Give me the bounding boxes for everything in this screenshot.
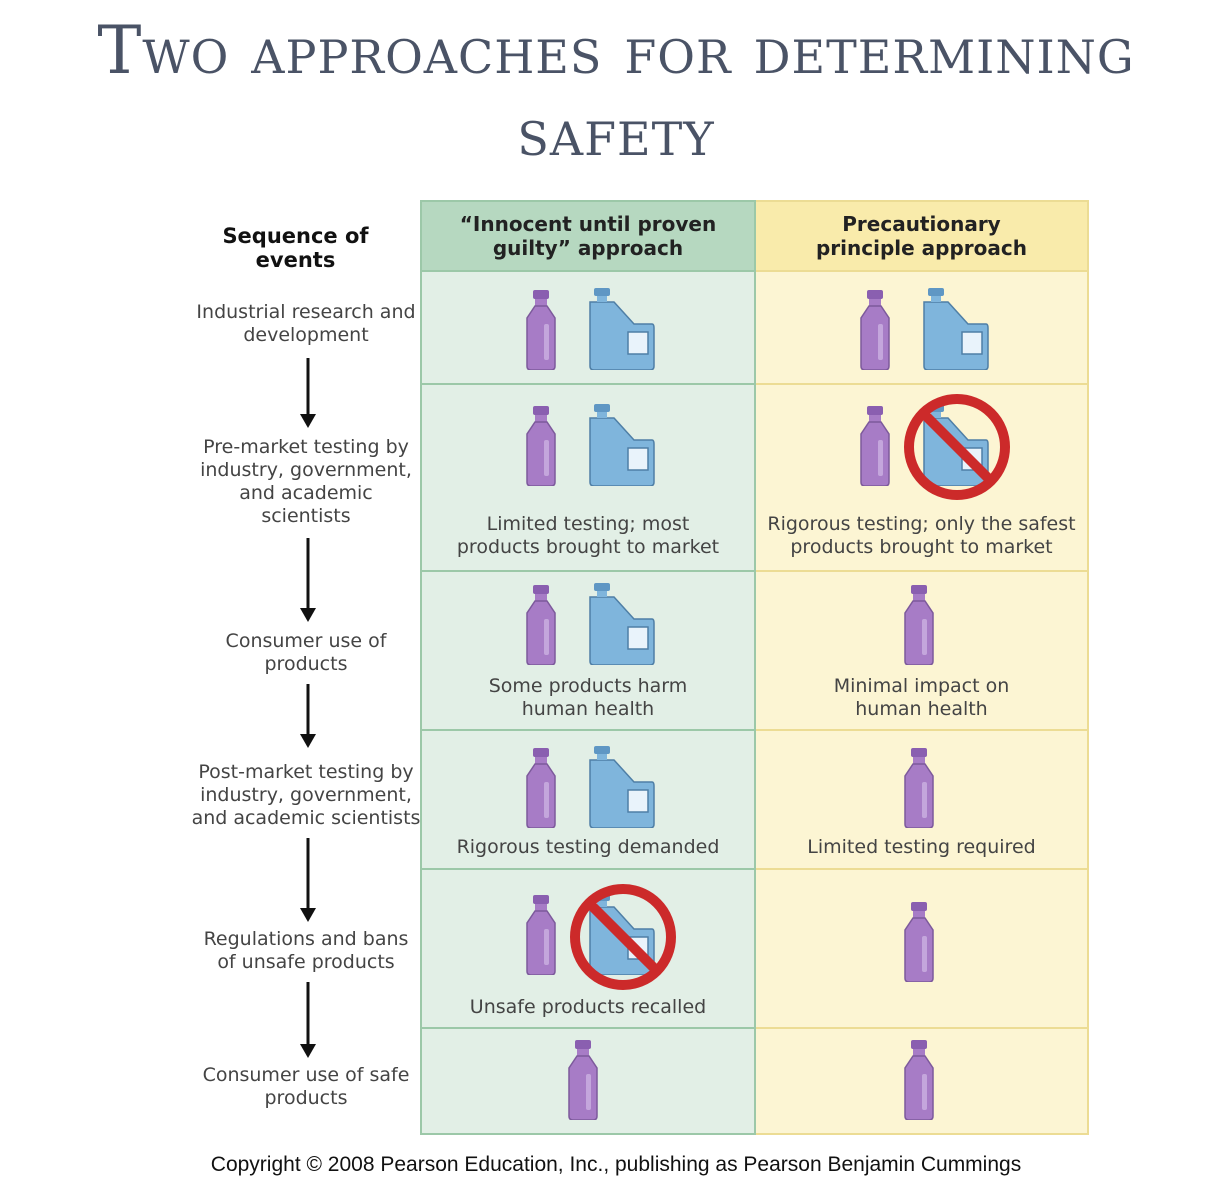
down-arrow-icon (300, 684, 316, 748)
innocent-row-5-caption: Unsafe products recalled (422, 996, 754, 1019)
caption-line: Some products harm (488, 675, 688, 697)
step-line: products (264, 1087, 348, 1109)
prohibited-icon (902, 392, 1012, 507)
innocent-row-3-caption: Some products harm human health (422, 675, 754, 721)
purple-bottle-icon (902, 748, 936, 833)
innocent-column: “Innocent until proven guilty” approach … (420, 200, 756, 1135)
header-line: “Innocent until proven (459, 212, 717, 236)
purple-bottle-icon (858, 406, 892, 491)
header-line: Precautionary (842, 212, 1001, 236)
row-divider (422, 729, 754, 731)
caption-line: Rigorous testing; only the safest (767, 513, 1076, 535)
caption-line: human health (521, 698, 655, 720)
precautionary-row-3-caption: Minimal impact on human health (756, 675, 1087, 721)
row-divider (756, 1027, 1087, 1029)
step-5-label: Regulations and bans of unsafe products (188, 928, 424, 974)
step-line: Consumer use of (225, 630, 387, 652)
caption-line: Minimal impact on (833, 675, 1010, 697)
row-divider (422, 570, 754, 572)
step-line: scientists (261, 505, 351, 527)
row-divider (422, 1027, 754, 1029)
purple-bottle-icon (524, 290, 558, 375)
purple-bottle-icon (524, 406, 558, 491)
sequence-header: Sequence of events (222, 224, 369, 272)
step-1-label: Industrial research and development (188, 301, 424, 347)
step-line: Regulations and bans (203, 928, 409, 950)
step-4-label: Post-market testing by industry, governm… (188, 761, 424, 830)
caption-line: Limited testing; most (486, 513, 690, 535)
row-divider (756, 868, 1087, 870)
step-line: Post-market testing by (198, 761, 414, 783)
row-divider (756, 383, 1087, 385)
step-line: industry, government, (200, 784, 412, 806)
precautionary-row-4-caption: Limited testing required (756, 836, 1087, 859)
blue-jug-icon (922, 288, 990, 375)
step-3-label: Consumer use of products (188, 630, 424, 676)
innocent-column-header: “Innocent until proven guilty” approach (422, 202, 754, 272)
innocent-row-4-caption: Rigorous testing demanded (422, 836, 754, 859)
purple-bottle-icon (858, 290, 892, 375)
caption-line: Unsafe products recalled (469, 996, 707, 1018)
precautionary-column-header: Precautionary principle approach (756, 202, 1087, 272)
blue-jug-icon (588, 404, 656, 491)
blue-jug-icon (588, 746, 656, 833)
row-divider (422, 868, 754, 870)
innocent-row-2-caption: Limited testing; most products brought t… (422, 513, 754, 559)
caption-line: human health (855, 698, 988, 720)
precautionary-column: Precautionary principle approach Rigorou… (756, 200, 1089, 1135)
caption-line: products brought to market (456, 536, 720, 558)
down-arrow-icon (300, 358, 316, 428)
purple-bottle-icon (524, 585, 558, 670)
copyright-notice: Copyright © 2008 Pearson Education, Inc.… (210, 1153, 1022, 1176)
title-line-2: safety (517, 94, 715, 171)
header-line: principle approach (815, 236, 1027, 260)
step-line: Pre-market testing by (203, 436, 409, 458)
blue-jug-icon (588, 583, 656, 670)
blue-jug-icon (588, 288, 656, 375)
purple-bottle-icon (902, 902, 936, 987)
down-arrow-icon (300, 838, 316, 922)
purple-bottle-icon (902, 1040, 936, 1125)
down-arrow-icon (300, 538, 316, 622)
header-line: guilty” approach (492, 236, 684, 260)
step-line: industry, government, (200, 459, 412, 481)
purple-bottle-icon (902, 585, 936, 670)
row-divider (422, 383, 754, 385)
title-line-1: Two approaches for determining (97, 12, 1135, 89)
step-line: Consumer use of safe (202, 1064, 410, 1086)
row-divider (756, 570, 1087, 572)
down-arrow-icon (300, 982, 316, 1058)
purple-bottle-icon (524, 748, 558, 833)
step-line: development (243, 324, 369, 346)
step-line: and academic scientists (191, 807, 421, 829)
purple-bottle-icon (524, 895, 558, 980)
prohibited-icon (568, 882, 678, 997)
step-line: of unsafe products (217, 951, 395, 973)
precautionary-row-2-caption: Rigorous testing; only the safest produc… (756, 513, 1087, 559)
step-6-label: Consumer use of safe products (188, 1064, 424, 1110)
purple-bottle-icon (566, 1040, 600, 1125)
row-divider (756, 729, 1087, 731)
step-line: and academic (239, 482, 373, 504)
step-line: products (264, 653, 348, 675)
caption-line: products brought to market (790, 536, 1053, 558)
caption-line: Limited testing required (807, 836, 1036, 858)
step-2-label: Pre-market testing by industry, governme… (188, 436, 424, 528)
caption-line: Rigorous testing demanded (456, 836, 720, 858)
step-line: Industrial research and (196, 301, 416, 323)
